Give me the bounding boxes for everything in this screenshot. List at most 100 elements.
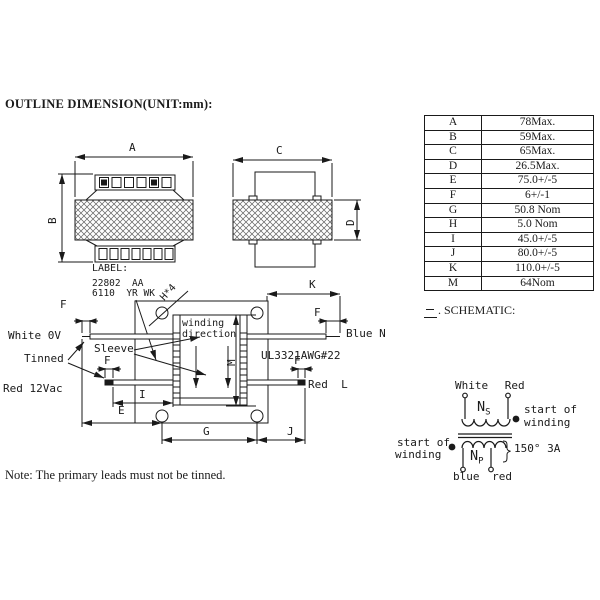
tinned-leader — [67, 362, 105, 379]
start-of-winding-dot — [448, 443, 456, 451]
bobbin-lower — [254, 239, 316, 268]
schematic-heading-text: . SCHEMATIC: — [438, 303, 516, 317]
ns-letter: N — [477, 399, 486, 415]
dim-i-label: I — [139, 388, 146, 401]
side-view — [232, 157, 361, 268]
tinned-label: Tinned — [24, 352, 64, 365]
dim-value: 45.0+/-5 — [481, 231, 594, 248]
winding-turn-ticks-right — [240, 332, 247, 394]
dim-a-label: A — [129, 141, 136, 154]
lead-blue-n — [246, 333, 327, 340]
dim-f-brackets — [74, 318, 348, 378]
winding-direction-line2: direction — [182, 329, 237, 340]
mounting-hole — [250, 306, 264, 320]
primary-lead-lines — [462, 448, 492, 467]
dim-m-label: M — [225, 359, 238, 366]
np-label: NP — [470, 449, 484, 467]
dim-letter: K — [424, 260, 482, 277]
dim-letter: M — [424, 275, 482, 292]
dim-value: 64Nom — [481, 275, 594, 292]
bobbin-taper-lines — [85, 189, 185, 247]
schematic-heading: . SCHEMATIC: — [424, 303, 515, 318]
dim-e-label: E — [118, 404, 125, 417]
section-two-icon — [424, 308, 437, 318]
core-hatch-front — [74, 199, 194, 241]
sleeve-label: Sleeve — [94, 342, 134, 355]
mounting-hole — [155, 306, 169, 320]
sleeve-leader — [133, 353, 207, 376]
primary-coil — [461, 440, 507, 449]
dim-k-extensions — [266, 296, 341, 332]
start-of-winding-right-line2: winding — [524, 416, 571, 429]
top-flange — [94, 174, 176, 191]
dim-a-extensions — [74, 161, 194, 197]
start-of-winding-left-line2: winding — [395, 448, 442, 461]
dim-value: 75.0+/-5 — [481, 173, 594, 189]
lead-label-blue-n: Blue N — [346, 327, 386, 340]
dim-m-extensions — [226, 314, 256, 407]
dim-letter: B — [424, 129, 482, 146]
hole-callout-leader — [148, 290, 189, 327]
dim-j-label: J — [287, 425, 294, 438]
tinned-end — [104, 379, 114, 386]
flange-nub — [248, 239, 258, 245]
fuse-brace — [502, 440, 511, 463]
dim-value: 5.0 Nom — [481, 217, 594, 233]
dim-g-label: G — [203, 425, 210, 438]
lead-label-red-l: Red L — [308, 378, 348, 391]
flange-nub — [312, 239, 322, 245]
start-of-winding-right-line1: start of — [524, 403, 577, 416]
winding-turn-ticks-left — [173, 332, 180, 394]
mounting-hole — [250, 409, 264, 423]
dim-value: 50.8 Nom — [481, 202, 594, 219]
stamp-leader — [135, 299, 157, 361]
stamp-line1: 22802 AA — [92, 278, 144, 289]
dim-k-label: K — [309, 278, 316, 291]
np-letter: N — [470, 448, 479, 464]
page-title: OUTLINE DIMENSION(UNIT:mm): — [5, 97, 213, 111]
dim-value: 80.0+/-5 — [481, 246, 594, 262]
lead-label-white-0v: White 0V — [8, 329, 61, 342]
dim-value: 26.5Max. — [481, 158, 594, 175]
dim-letter: H — [424, 217, 482, 233]
dim-letter: A — [424, 115, 482, 131]
flange-nub — [312, 195, 322, 201]
secondary-lead-colors: White Red — [455, 379, 525, 392]
dim-f-label: F — [294, 354, 301, 367]
label-text: LABEL: — [92, 263, 129, 274]
np-subscript: P — [478, 456, 484, 467]
start-of-winding-left-line1: start of — [397, 436, 450, 449]
dim-value: 6+/-1 — [481, 187, 594, 204]
winding-direction-line1: winding — [182, 318, 225, 329]
mounting-hole — [155, 409, 169, 423]
secondary-coil — [461, 418, 511, 427]
dim-value: 65Max. — [481, 144, 594, 160]
dim-letter: J — [424, 246, 482, 262]
dim-letter: I — [424, 231, 482, 248]
dim-f-label: F — [104, 354, 111, 367]
tinned-leader — [67, 341, 85, 361]
terminal — [505, 392, 511, 399]
bottom-view — [67, 290, 348, 444]
dim-value: 59Max. — [481, 129, 594, 146]
sleeve-leader — [133, 335, 201, 351]
dim-d-label: D — [344, 219, 357, 226]
lead-label-red-12vac: Red 12Vac — [3, 382, 63, 395]
dim-value: 110.0+/-5 — [481, 260, 594, 277]
dim-f-label: F — [314, 306, 321, 319]
terminal — [462, 392, 468, 399]
bottom-flange — [94, 245, 176, 263]
dim-c-extensions — [232, 163, 333, 197]
secondary-lead-lines — [464, 398, 509, 419]
wire-spec-label: UL3321AWG#22 — [261, 349, 341, 362]
fuse-rating-label: 150° 3A — [514, 442, 561, 455]
front-view — [58, 154, 194, 263]
dim-letter: D — [424, 158, 482, 175]
schematic-symbol — [448, 392, 520, 473]
